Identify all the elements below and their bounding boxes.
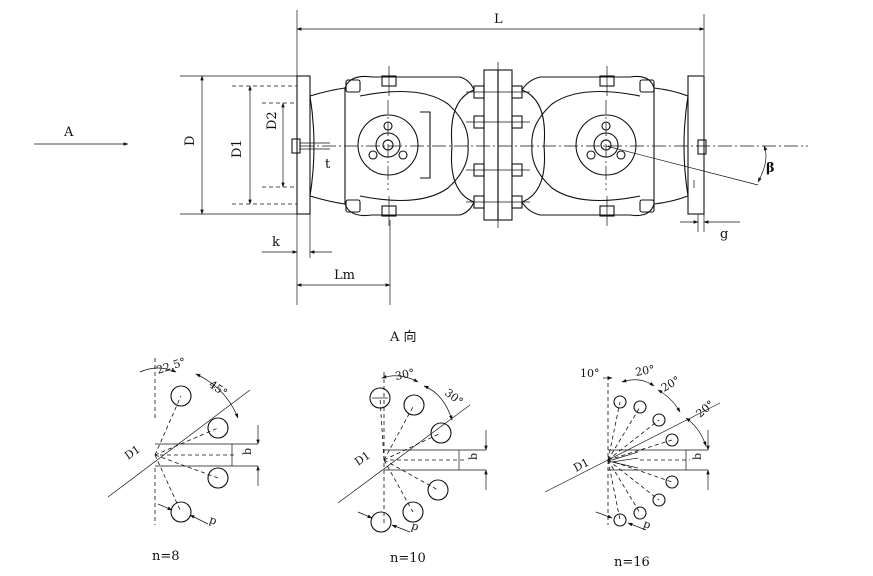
- label-lm: Lm: [334, 268, 355, 283]
- n16-angle-d: 20°: [694, 398, 717, 420]
- left-yoke: [344, 66, 475, 226]
- n8-angle-b: 45°: [206, 378, 229, 400]
- main-assembly-view: L A D D1 D2 t: [34, 10, 808, 305]
- n10-label-b: b: [467, 453, 480, 460]
- flange-view-n10: 30° 30° D1 b d n=10: [337, 366, 488, 566]
- n16-label-b: b: [691, 453, 704, 460]
- n10-label-d: d: [409, 520, 420, 535]
- n8-angle-a: 22.5°: [155, 355, 188, 377]
- label-a: A: [63, 125, 74, 140]
- n8-count-label: n=8: [152, 549, 180, 564]
- center-flange-pair: [466, 62, 530, 228]
- label-l: L: [494, 12, 503, 27]
- label-d1: D1: [230, 139, 245, 158]
- n8-label-b: b: [241, 448, 254, 455]
- view-title: A 向: [389, 329, 417, 345]
- n16-angle-a: 10°: [580, 367, 600, 380]
- n16-label-d1: D1: [571, 456, 591, 475]
- n10-angle-a: 30°: [394, 366, 416, 383]
- left-flange: [180, 75, 346, 215]
- beta-inclined-line: [605, 145, 759, 186]
- n8-label-d: d: [207, 514, 218, 529]
- n8-label-d1: D1: [122, 443, 142, 463]
- n10-label-d1: D1: [352, 449, 372, 469]
- label-d2: D2: [265, 111, 280, 130]
- flange-view-n16: 10° 20° 20° 20° D1 b d n=16: [544, 363, 721, 570]
- label-g: g: [720, 227, 728, 242]
- n16-label-d: d: [641, 518, 652, 533]
- label-beta: β: [766, 161, 775, 176]
- beta-arc: [757, 145, 768, 183]
- label-d: D: [183, 136, 198, 146]
- right-yoke: [521, 66, 655, 226]
- n16-count-label: n=16: [614, 555, 650, 570]
- right-flange: [653, 75, 707, 232]
- label-k: k: [272, 235, 280, 250]
- n10-count-label: n=10: [390, 551, 426, 566]
- flange-view-n8: 22.5° 45° D1 b d n=8: [107, 355, 260, 564]
- n16-angle-b: 20°: [634, 363, 655, 379]
- label-t: t: [325, 157, 331, 172]
- n16-angle-c: 20°: [659, 374, 682, 395]
